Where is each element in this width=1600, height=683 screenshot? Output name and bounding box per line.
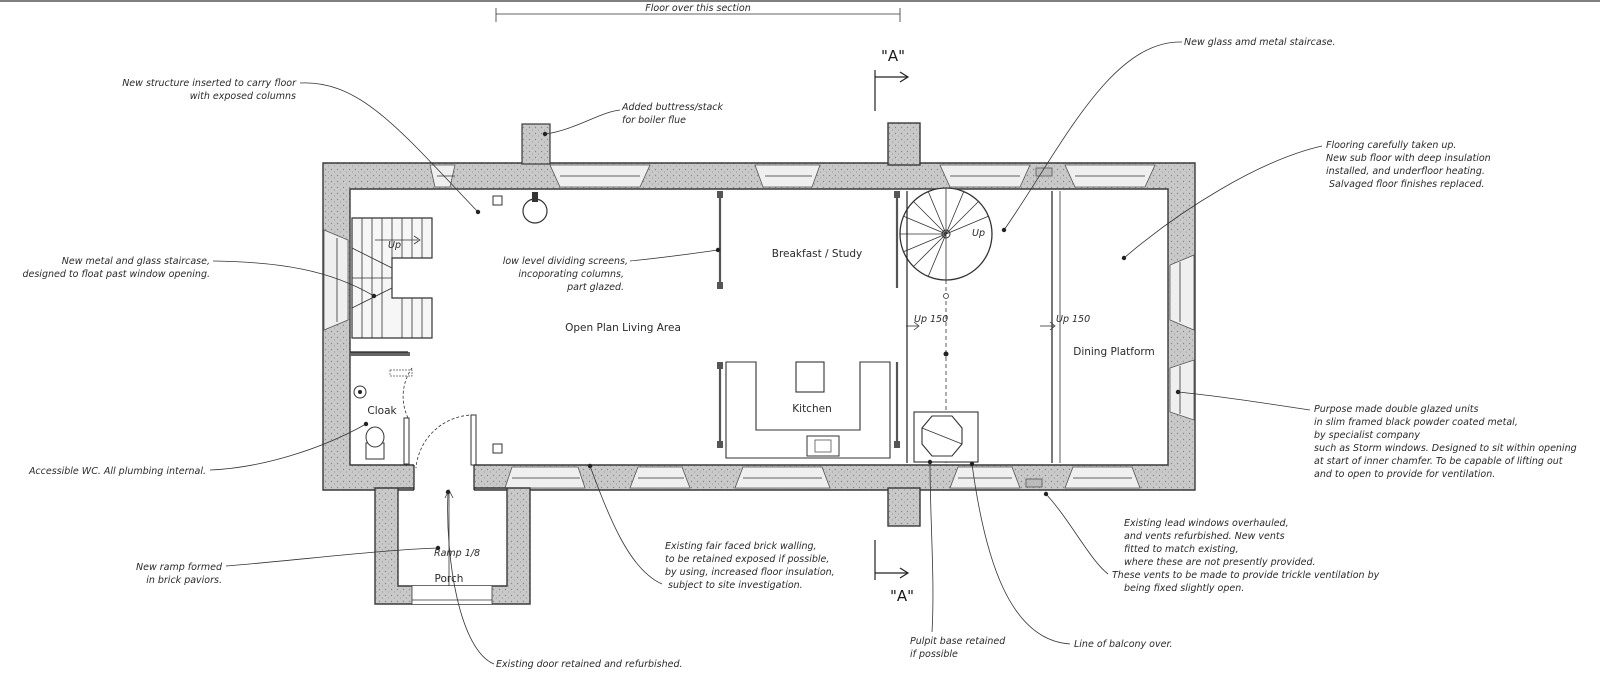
annotation-glass-metal-stair-line-1: New glass amd metal staircase.: [1184, 37, 1335, 48]
annotation-lead-windows-line-6: being fixed slightly open.: [1124, 583, 1244, 594]
svg-text:Existing lead windows overhaul: Existing lead windows overhauled, and ven…: [1112, 518, 1380, 594]
annotation-new-structure: New structure inserted to carry floor wit…: [122, 78, 481, 215]
annotation-double-glazed-line-1: Purpose made double glazed units: [1314, 404, 1478, 415]
annotation-double-glazed-line-4: such as Storm windows. Designed to sit w…: [1314, 443, 1577, 454]
ramp-slope-label: Ramp 1/8: [434, 548, 480, 559]
room-label-open-plan: Open Plan Living Area: [565, 322, 681, 334]
external-walls: [322, 122, 1196, 527]
section-marker-bottom: "A": [874, 540, 914, 605]
annotation-new-structure-line-2: with exposed columns: [190, 91, 296, 102]
annotation-glass-metal-stair: New glass amd metal staircase.: [1001, 37, 1335, 233]
annotation-metal-glass-stair: New metal and glass staircase, designed t…: [22, 256, 377, 299]
annotation-new-structure-line-1: New structure inserted to carry floor: [122, 78, 297, 89]
annotation-balcony-line-1: Line of balcony over.: [1074, 639, 1173, 650]
bottom-wall-windows: [504, 466, 1141, 489]
annotation-flooring-line-1: Flooring carefully taken up.: [1326, 140, 1456, 151]
annotation-existing-door-line-1: Existing door retained and refurbished.: [496, 659, 683, 670]
stair-up-label: Up: [388, 240, 401, 251]
platform-edges: Up 150 Up 150: [906, 191, 1090, 463]
columns: [492, 192, 548, 454]
annotation-brick-walling-line-2: to be retained exposed if possible,: [665, 554, 829, 565]
spiral-up-label: Up: [972, 228, 985, 239]
annotation-flooring-line-4: Salvaged floor finishes replaced.: [1326, 179, 1485, 190]
annotation-brick-walling: Existing fair faced brick walling, to be …: [587, 463, 835, 591]
annotation-lead-windows-line-3: fitted to match existing,: [1124, 544, 1239, 555]
floor-over-dimension: Floor over this section: [495, 3, 901, 22]
kitchen-units: [725, 361, 891, 459]
annotation-pulpit-line-1: Pulpit base retained: [910, 636, 1006, 647]
annotation-double-glazed-line-6: and to open to provide for ventilation.: [1314, 469, 1495, 480]
room-label-kitchen: Kitchen: [792, 403, 831, 415]
svg-text:Line of balcony over.: Line of balcony over.: [1074, 639, 1173, 650]
room-label-porch: Porch: [435, 573, 464, 585]
annotation-ramp-line-1: New ramp formed: [136, 562, 223, 573]
annotation-screens-line-3: part glazed.: [566, 282, 624, 293]
annotation-double-glazed: Purpose made double glazed units in slim …: [1175, 389, 1577, 480]
left-staircase: Up: [350, 217, 433, 356]
svg-text:low level dividing screens,inc: low level dividing screens, incoporating …: [503, 256, 628, 293]
annotation-metal-glass-stair-line-2: designed to float past window opening.: [22, 269, 210, 280]
pulpit-base: [913, 411, 979, 463]
annotation-screens-line-2: incoporating columns,: [518, 269, 624, 280]
top-wall-windows: [429, 164, 1156, 188]
annotation-pulpit: Pulpit base retained if possible: [910, 459, 1006, 660]
annotation-brick-walling-line-1: Existing fair faced brick walling,: [665, 541, 817, 552]
annotation-double-glazed-line-3: by specialist company: [1314, 430, 1420, 441]
spiral-staircase: Up: [899, 187, 993, 281]
annotation-brick-walling-line-3: by using, increased floor insulation,: [665, 567, 835, 578]
up-150-a-label: Up 150: [914, 314, 948, 325]
room-label-dining: Dining Platform: [1073, 346, 1155, 358]
annotation-accessible-wc: Accessible WC. All plumbing internal.: [28, 421, 369, 477]
svg-text:Existing door retained and ref: Existing door retained and refurbished.: [496, 659, 683, 670]
annotation-lead-windows-line-1: Existing lead windows overhauled,: [1124, 518, 1289, 529]
room-label-breakfast: Breakfast / Study: [772, 248, 863, 260]
annotation-double-glazed-line-5: at start of inner chamfer. To be capable…: [1314, 456, 1564, 467]
svg-text:New glass amd metal staircase.: New glass amd metal staircase.: [1184, 37, 1335, 48]
annotation-metal-glass-stair-line-1: New metal and glass staircase,: [62, 256, 210, 267]
annotation-lead-windows-line-2: and vents refurbished. New vents: [1124, 531, 1285, 542]
ramp-arrow: Ramp 1/8: [434, 489, 480, 586]
annotation-balcony: Line of balcony over.: [969, 461, 1173, 650]
svg-text:New structure inserted to carr: New structure inserted to carry floor wit…: [122, 78, 297, 102]
annotation-double-glazed-line-2: in slim framed black powder coated metal…: [1314, 417, 1518, 428]
dividing-screens: [717, 191, 900, 448]
annotation-pulpit-line-2: if possible: [910, 649, 958, 660]
entrance-door: [413, 414, 477, 491]
annotation-ramp: New ramp formed in brick paviors.: [136, 545, 441, 586]
up-150-b-label: Up 150: [1056, 314, 1090, 325]
annotation-screens-line-1: low level dividing screens,: [503, 256, 628, 267]
annotation-lead-windows-line-5: These vents to be made to provide trickl…: [1112, 570, 1380, 581]
porch-walls: [374, 487, 531, 605]
floor-over-label: Floor over this section: [645, 3, 750, 14]
annotation-flooring: Flooring carefully taken up. New sub floo…: [1121, 140, 1491, 261]
cloak-room: Cloak: [350, 351, 413, 465]
annotation-lead-windows-line-4: where these are not presently provided.: [1124, 557, 1316, 568]
annotation-brick-walling-line-4: subject to site investigation.: [668, 580, 803, 591]
annotation-ramp-line-2: in brick paviors.: [146, 575, 222, 586]
annotation-buttress-line-1: Added buttress/stack: [621, 102, 724, 113]
section-a-bottom-label: "A": [890, 587, 914, 605]
svg-text:Purpose made double glazed uni: Purpose made double glazed units in slim …: [1314, 404, 1577, 480]
svg-text:New metal and glass staircase,: New metal and glass staircase, designed t…: [22, 256, 210, 280]
annotation-lead-windows: Existing lead windows overhauled, and ven…: [1043, 491, 1380, 594]
left-wall-windows: [323, 229, 349, 331]
section-a-top-label: "A": [881, 47, 905, 65]
right-wall-windows: [1169, 254, 1195, 421]
annotation-accessible-wc-line-1: Accessible WC. All plumbing internal.: [28, 466, 206, 477]
annotation-buttress-line-2: for boiler flue: [622, 115, 686, 126]
annotation-flooring-line-2: New sub floor with deep insulation: [1326, 153, 1491, 164]
room-label-cloak: Cloak: [367, 405, 397, 417]
annotation-existing-door: Existing door retained and refurbished.: [445, 489, 683, 670]
annotation-flooring-line-3: installed, and underfloor heating.: [1326, 166, 1485, 177]
svg-text:Existing fair faced brick wall: Existing fair faced brick walling, to be …: [665, 541, 835, 591]
annotation-screens: low level dividing screens, incoporating …: [503, 247, 721, 293]
annotation-buttress: Added buttress/stack for boiler flue: [542, 102, 724, 137]
svg-text:Accessible WC. All plumbing in: Accessible WC. All plumbing internal.: [28, 466, 206, 477]
svg-text:Flooring carefully taken up.Ne: Flooring carefully taken up. New sub floo…: [1326, 140, 1491, 190]
section-marker-top: "A": [874, 47, 910, 111]
